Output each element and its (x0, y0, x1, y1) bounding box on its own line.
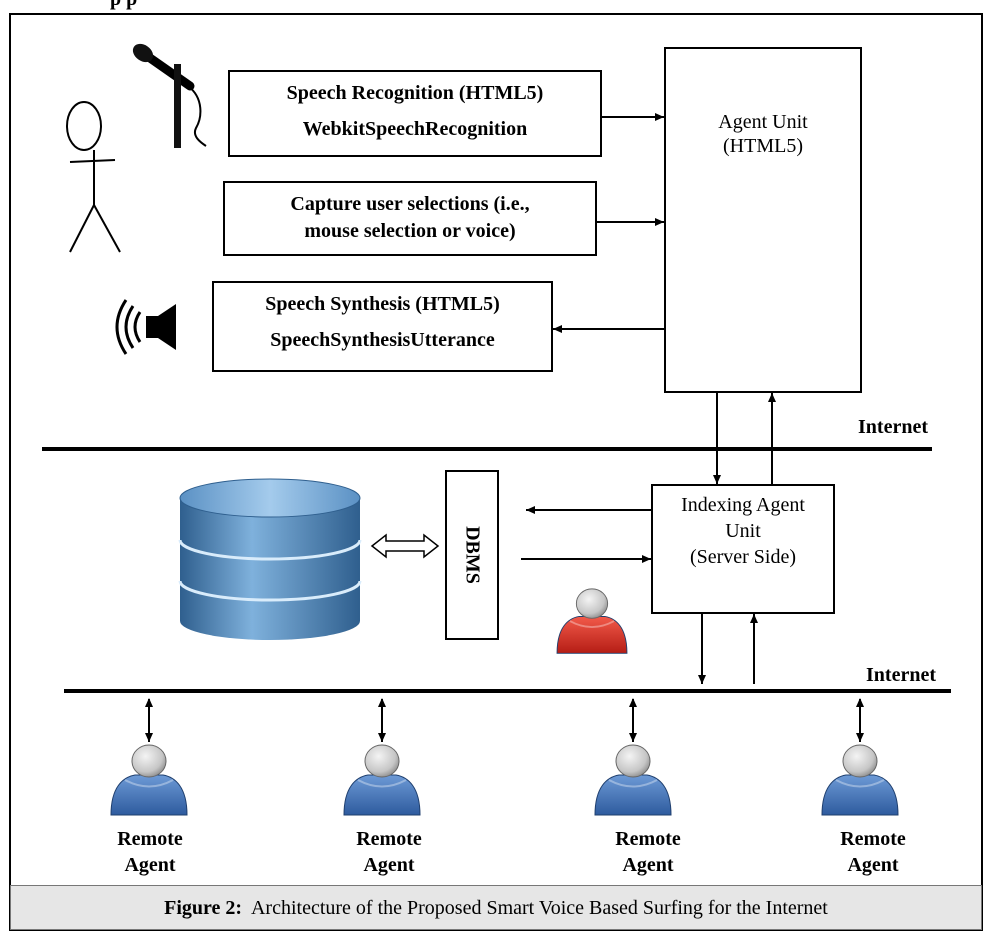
remote-agent-avatar-icon-3 (594, 744, 672, 816)
remote-agent-avatar-icon-2 (343, 744, 421, 816)
figure-caption-text: Figure 2: Architecture of the Proposed S… (11, 897, 981, 920)
capture-line-1: Capture user selections (i.e., (290, 193, 530, 215)
remote-agent-label-2: Remote Agent (319, 826, 459, 878)
agent-unit-box: Agent Unit (HTML5) (664, 47, 862, 393)
figure-caption: Figure 2: Architecture of the Proposed S… (10, 885, 982, 930)
indexing-agent-box: Indexing Agent Unit (Server Side) (651, 484, 835, 614)
remote-agent-avatar-icon-4 (821, 744, 899, 816)
internet-label-bottom: Internet (866, 664, 936, 686)
figure-caption-prefix: Figure 2: (164, 897, 243, 919)
agent-unit-subtitle: (HTML5) (723, 135, 803, 157)
remote-agent-1-line-2: Agent (124, 854, 176, 876)
top-text-fragment: p p (110, 0, 137, 11)
remote-agent-arrows (145, 698, 864, 742)
remote-agent-2-line-1: Remote (356, 828, 422, 850)
remote-agent-3-line-2: Agent (622, 854, 674, 876)
remote-agent-label-4: Remote Agent (803, 826, 943, 878)
remote-agent-2-line-2: Agent (363, 854, 415, 876)
figure-caption-body: Architecture of the Proposed Smart Voice… (242, 897, 828, 919)
indexing-agent-line-1: Indexing Agent (681, 494, 805, 516)
speaker-icon (115, 299, 176, 355)
red-agent-avatar-icon (556, 588, 628, 654)
dbms-label: DBMS (461, 526, 484, 584)
agent-unit-title: Agent Unit (718, 111, 808, 133)
dbms-box: DBMS (445, 470, 499, 640)
capture-selections-box: Capture user selections (i.e., mouse sel… (223, 181, 597, 256)
speech-synthesis-box: Speech Synthesis (HTML5) SpeechSynthesis… (212, 281, 553, 372)
indexing-agent-line-2: Unit (725, 520, 761, 542)
remote-agent-4-line-1: Remote (840, 828, 906, 850)
outer-frame (9, 13, 983, 931)
capture-line-2: mouse selection or voice) (304, 220, 516, 242)
database-icon (178, 478, 362, 640)
remote-agent-label-1: Remote Agent (80, 826, 220, 878)
speech-recognition-api: WebkitSpeechRecognition (302, 118, 528, 140)
remote-agent-avatar-icon-1 (110, 744, 188, 816)
remote-agent-3-line-1: Remote (615, 828, 681, 850)
database-dbms-double-arrow (370, 533, 440, 559)
remote-agent-1-line-1: Remote (117, 828, 183, 850)
speech-recognition-box: Speech Recognition (HTML5) WebkitSpeechR… (228, 70, 602, 157)
remote-agent-label-3: Remote Agent (578, 826, 718, 878)
speech-synthesis-title: Speech Synthesis (HTML5) (265, 293, 500, 315)
speech-synthesis-api: SpeechSynthesisUtterance (270, 329, 495, 351)
stick-figure-icon (66, 101, 121, 253)
indexing-agent-line-3: (Server Side) (689, 546, 797, 568)
speech-recognition-title: Speech Recognition (HTML5) (286, 82, 544, 104)
internet-label-top: Internet (858, 416, 928, 438)
microphone-icon (132, 43, 207, 148)
remote-agent-4-line-2: Agent (847, 854, 899, 876)
